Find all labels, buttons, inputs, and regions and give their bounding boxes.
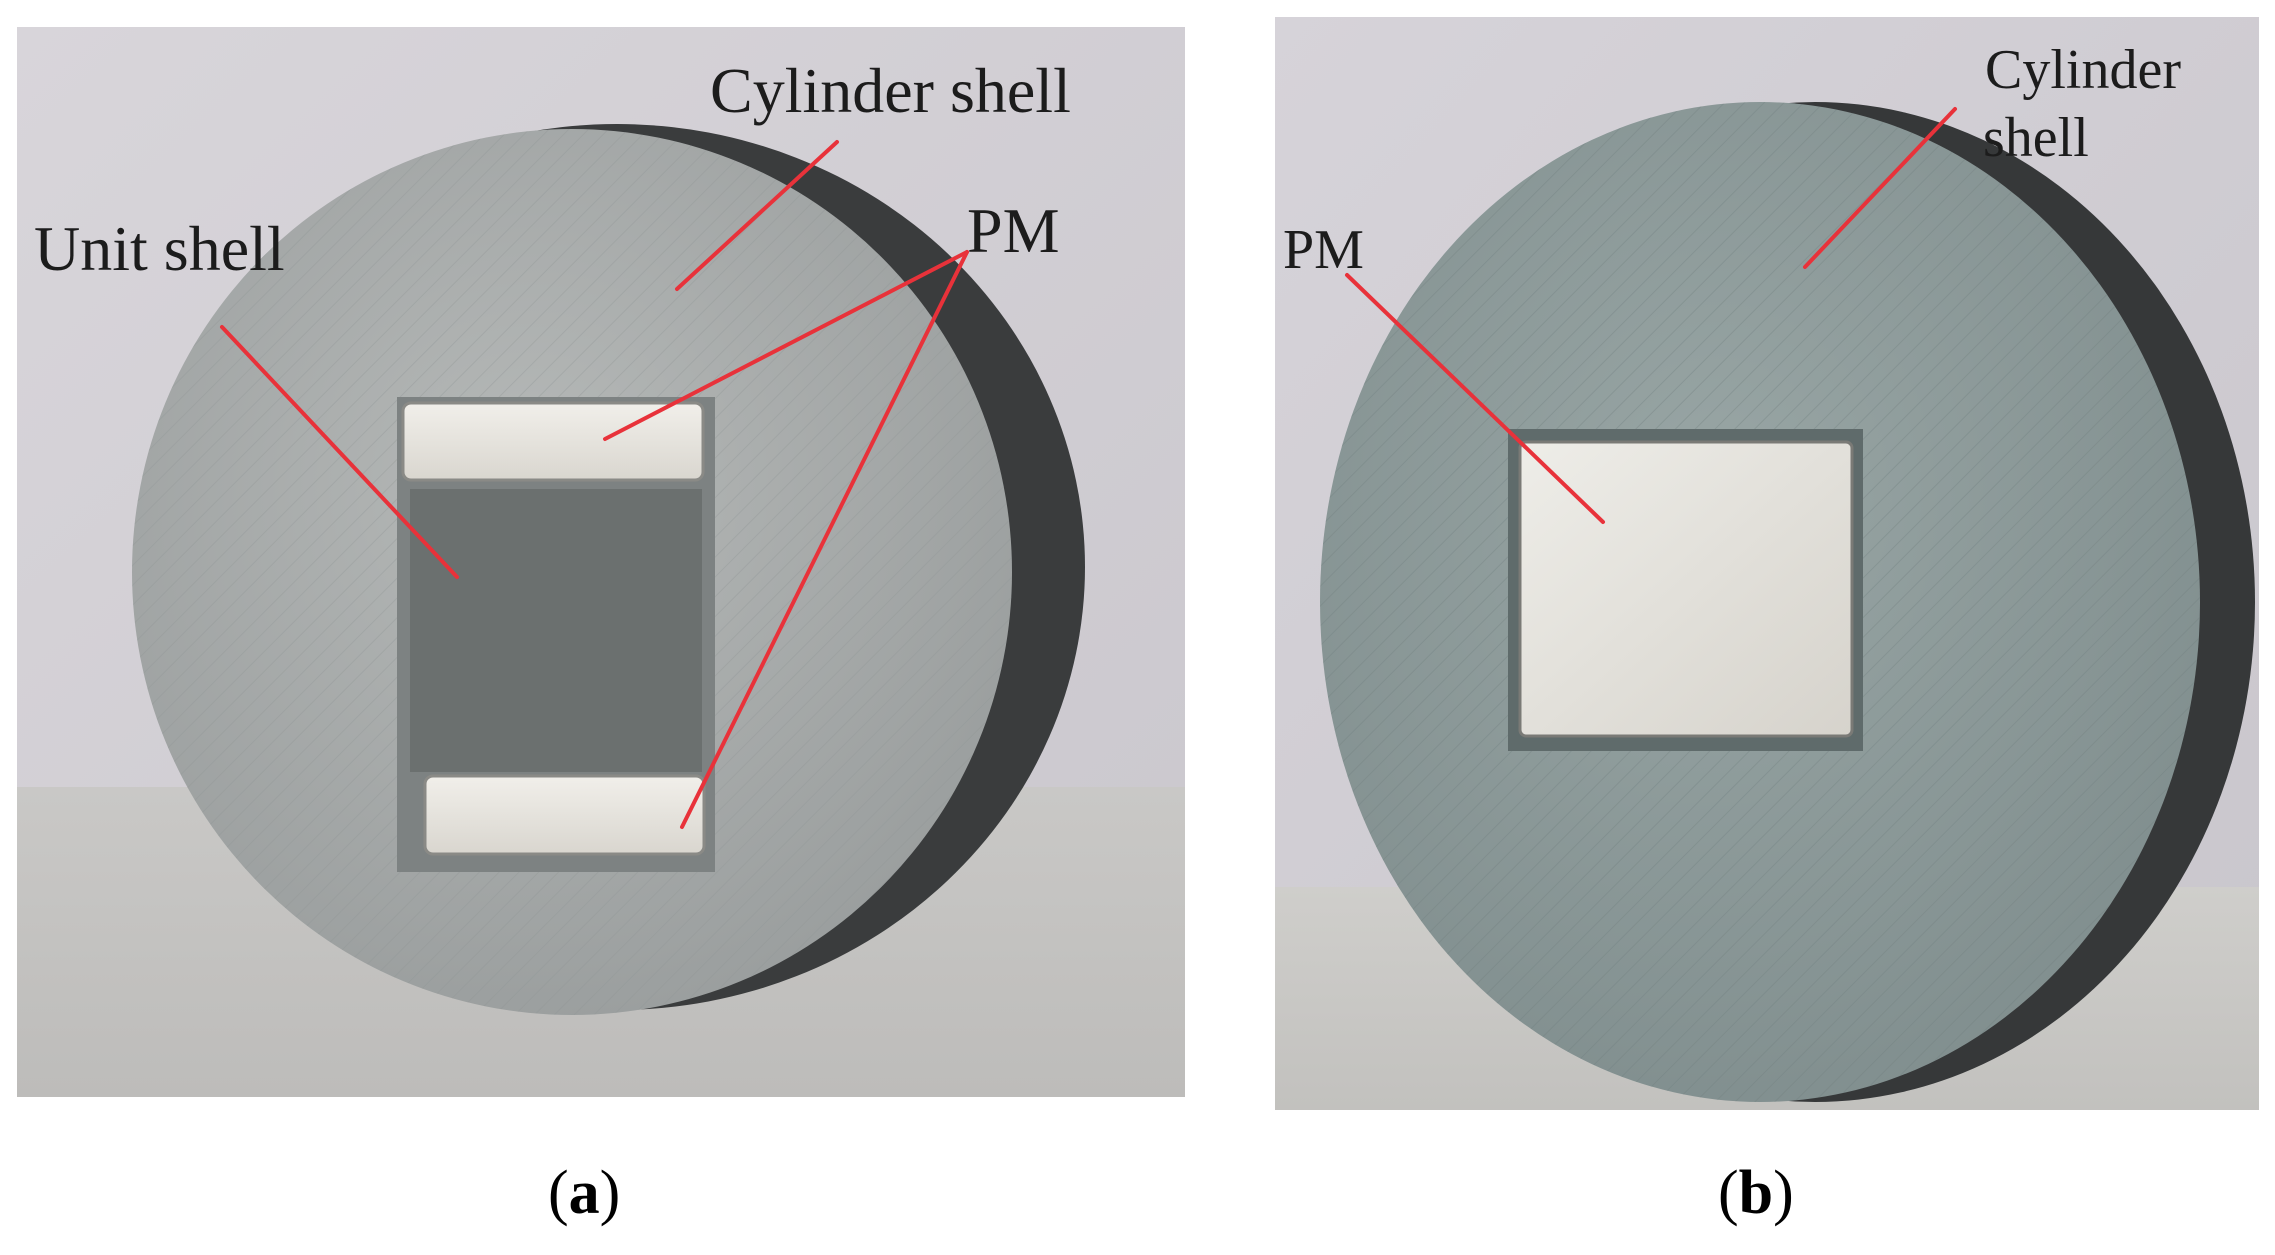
magnet-bottom (423, 774, 706, 856)
label-pm: PM (967, 195, 1060, 266)
label-cylinder-shell-line1: Cylinder (1985, 39, 2181, 101)
pointer-cylinder-shell (1803, 107, 1957, 269)
label-unit-shell: Unit shell (34, 213, 285, 284)
pointer-lines (220, 140, 969, 829)
pointer-unit-shell (220, 325, 459, 579)
photo-panel-b: Cylinder shell PM (1275, 17, 2259, 1110)
pointer-lines (1345, 107, 1957, 524)
magnet (1518, 440, 1854, 738)
photo-a-drawing (17, 27, 1185, 1097)
caption-a: (a) (548, 1159, 621, 1227)
photo-b-drawing (1275, 17, 2259, 1110)
magnet-top (401, 401, 705, 482)
photo-panel-a: Cylinder shell Unit shell PM (17, 27, 1185, 1097)
pointer-pm-bottom (680, 250, 969, 829)
pointer-pm (1345, 273, 1605, 524)
pointer-cylinder-shell (675, 140, 839, 291)
caption-b: (b) (1718, 1159, 1794, 1227)
caption-b-letter: b (1738, 1159, 1774, 1227)
label-cylinder-shell: Cylinder shell (710, 55, 1071, 126)
caption-a-letter: a (568, 1159, 600, 1227)
pointer-pm-top (603, 250, 969, 441)
label-pm: PM (1283, 219, 1364, 281)
unit-shell-block (410, 489, 702, 772)
label-cylinder-shell-line2: shell (1983, 107, 2089, 169)
